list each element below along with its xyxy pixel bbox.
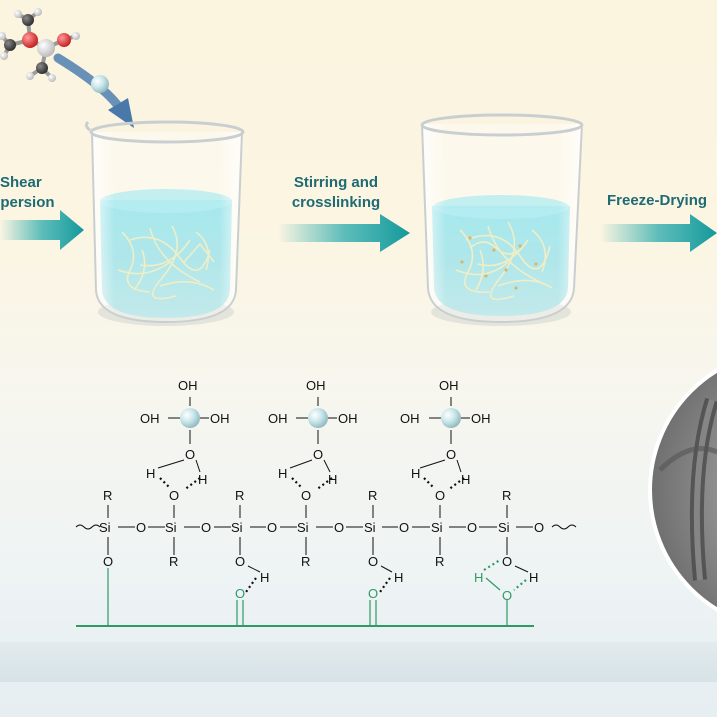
- si-2: Si: [165, 520, 177, 535]
- process-arrow-3: [600, 214, 717, 252]
- o-bridge-4: O: [334, 520, 344, 535]
- o-up-2: O: [169, 488, 179, 503]
- silica-sphere-2: [308, 408, 328, 428]
- h-down-7: H: [529, 570, 538, 585]
- si-1: Si: [99, 520, 111, 535]
- oh-top-3: OH: [439, 378, 459, 393]
- h-right-1: H: [198, 472, 207, 487]
- h-left-1: H: [146, 466, 155, 481]
- o-sphere-2: O: [313, 447, 323, 462]
- o-sphere-3: O: [446, 447, 456, 462]
- process-arrow-2: [278, 214, 410, 252]
- process-arrow-1: [0, 210, 84, 250]
- r-bottom-4: R: [301, 554, 310, 569]
- chemical-structure: OH OH OH O H H OH OH OH O H H OH OH OH O…: [76, 378, 576, 626]
- h-down-3: H: [260, 570, 269, 585]
- o-down-3: O: [235, 554, 245, 569]
- si-6: Si: [431, 520, 443, 535]
- r-top-5: R: [368, 488, 377, 503]
- oh-right-3: OH: [471, 411, 491, 426]
- o-green-7: O: [502, 588, 512, 603]
- beaker-1: [86, 122, 243, 326]
- r-top-7: R: [502, 488, 511, 503]
- oh-right-1: OH: [210, 411, 230, 426]
- si-5: Si: [364, 520, 376, 535]
- o-bridge-7: O: [534, 520, 544, 535]
- o-down-1: O: [103, 554, 113, 569]
- oh-top-1: OH: [178, 378, 198, 393]
- oh-top-2: OH: [306, 378, 326, 393]
- r-bottom-6: R: [435, 554, 444, 569]
- silica-sphere-3: [441, 408, 461, 428]
- o-down-5: O: [368, 554, 378, 569]
- oh-left-1: OH: [140, 411, 160, 426]
- h-right-3: H: [461, 472, 470, 487]
- o-bridge-6: O: [467, 520, 477, 535]
- h-down-5: H: [394, 570, 403, 585]
- molecule-model: [0, 8, 80, 82]
- r-bottom-2: R: [169, 554, 178, 569]
- si-3: Si: [231, 520, 243, 535]
- shelf-band: [0, 642, 717, 682]
- r-top-1: R: [103, 488, 112, 503]
- sem-image: [650, 350, 717, 630]
- h-left-3: H: [411, 466, 420, 481]
- oh-left-2: OH: [268, 411, 288, 426]
- o-up-4: O: [301, 488, 311, 503]
- curved-arrow-icon: [58, 58, 134, 128]
- o-green-3: O: [235, 586, 245, 601]
- o-green-5: O: [368, 586, 378, 601]
- o-sphere-1: O: [185, 447, 195, 462]
- si-4: Si: [297, 520, 309, 535]
- o-bridge-5: O: [399, 520, 409, 535]
- o-down-7: O: [502, 554, 512, 569]
- r-top-3: R: [235, 488, 244, 503]
- h-left-2: H: [278, 466, 287, 481]
- si-7: Si: [498, 520, 510, 535]
- o-up-6: O: [435, 488, 445, 503]
- h-green-7: H: [474, 570, 483, 585]
- o-bridge-1: O: [136, 520, 146, 535]
- beaker-2: [422, 115, 582, 326]
- h-right-2: H: [328, 472, 337, 487]
- o-bridge-2: O: [201, 520, 211, 535]
- silica-sphere: [91, 75, 109, 93]
- silica-sphere-1: [180, 408, 200, 428]
- oh-right-2: OH: [338, 411, 358, 426]
- oh-left-3: OH: [400, 411, 420, 426]
- o-bridge-3: O: [267, 520, 277, 535]
